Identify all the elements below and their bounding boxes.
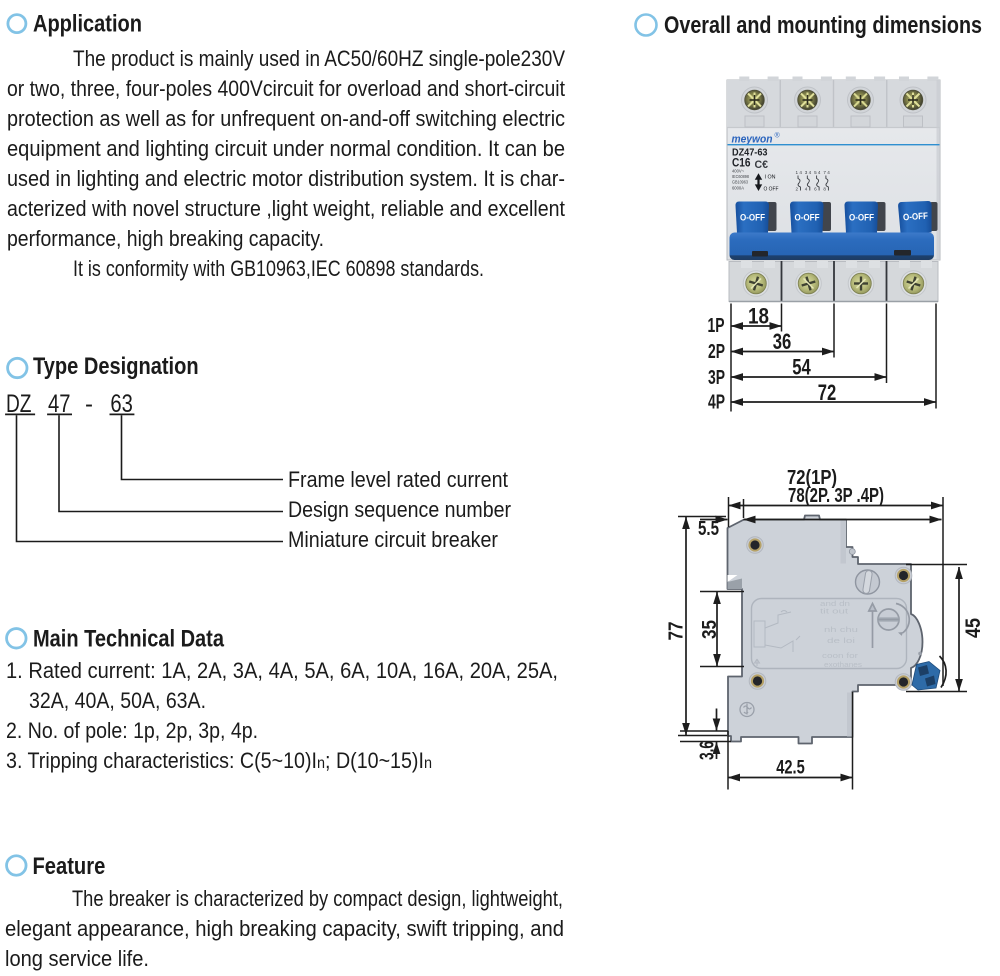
svg-text:C16: C16 (732, 156, 751, 170)
svg-text:63: 63 (110, 391, 132, 418)
svg-text:O-OFF: O-OFF (849, 213, 874, 223)
svg-text:Frame level rated current: Frame level rated current (288, 467, 508, 492)
svg-text:2. No. of pole: 1p, 2p, 3p, 4p: 2. No. of pole: 1p, 2p, 3p, 4p. (6, 718, 258, 743)
svg-text:and dn: and dn (820, 601, 850, 608)
svg-text:elegant appearance, high break: elegant appearance, high breaking capaci… (5, 916, 564, 941)
svg-text:42.5: 42.5 (776, 757, 805, 779)
svg-text:C€: C€ (755, 159, 769, 171)
svg-text:4: 4 (805, 187, 808, 192)
svg-text:32A, 40A, 50A, 63A.: 32A, 40A, 50A, 63A. (29, 688, 206, 713)
svg-text:equipment and lighting circuit: equipment and lighting circuit under nor… (7, 136, 565, 161)
svg-text:3. Tripping characteristics: C: 3. Tripping characteristics: C(5~10)In; … (6, 748, 432, 773)
svg-text:3.6: 3.6 (697, 741, 719, 760)
svg-text:meywon: meywon (732, 134, 773, 146)
svg-text:4P: 4P (708, 391, 725, 414)
svg-text:DZ47-63: DZ47-63 (732, 147, 768, 159)
svg-text:Application: Application (33, 10, 142, 37)
svg-text:7 4: 7 4 (823, 170, 830, 175)
svg-text:de loi: de loi (827, 638, 856, 645)
svg-text:6000A: 6000A (732, 186, 745, 192)
svg-text:1 4: 1 4 (796, 170, 803, 175)
svg-text:3P: 3P (708, 366, 725, 389)
svg-text:O-OFF: O-OFF (795, 213, 820, 223)
svg-text:36: 36 (773, 329, 792, 354)
svg-text:18: 18 (748, 304, 769, 329)
svg-text:47: 47 (48, 391, 71, 418)
svg-text:The breaker is characterized b: The breaker is characterized by compact … (72, 886, 563, 911)
svg-text:tit out: tit out (820, 609, 848, 616)
svg-text:6: 6 (814, 187, 817, 192)
svg-text:protection as well as for unfr: protection as well as for unfrequent on-… (7, 106, 565, 131)
svg-text:O-OFF: O-OFF (740, 213, 765, 223)
svg-text:Feature: Feature (33, 853, 106, 880)
svg-text:Design sequence number: Design sequence number (288, 497, 511, 522)
svg-text:72: 72 (818, 380, 837, 405)
svg-text:It is conformity with GB10963,: It is conformity with GB10963,IEC 60898 … (73, 256, 484, 281)
svg-text:2P: 2P (708, 340, 725, 363)
svg-text:Miniature circuit breaker: Miniature circuit breaker (288, 527, 498, 552)
svg-text:77: 77 (666, 622, 688, 641)
svg-text:used in lighting and electric: used in lighting and electric motor dist… (7, 166, 565, 191)
svg-text:exothanes: exothanes (824, 662, 863, 669)
svg-text:O OFF: O OFF (764, 187, 780, 193)
svg-text:long service life.: long service life. (5, 946, 149, 971)
svg-text:or two, three, four-poles 400V: or two, three, four-poles 400Vcircuit fo… (7, 76, 565, 101)
svg-text:coon for: coon for (822, 653, 859, 660)
svg-text:GB10963: GB10963 (732, 180, 748, 186)
svg-text:3 4: 3 4 (805, 170, 812, 175)
svg-text:78(2P. 3P .4P): 78(2P. 3P .4P) (788, 485, 884, 507)
svg-text:45: 45 (962, 618, 985, 638)
svg-text:®: ® (775, 132, 781, 140)
svg-text:Overall and mounting dimension: Overall and mounting dimensions (664, 12, 982, 39)
svg-text:8: 8 (823, 187, 826, 192)
svg-text:5.5: 5.5 (698, 518, 719, 540)
svg-text:Type Designation: Type Designation (33, 353, 199, 380)
svg-text:The product is mainly used in: The product is mainly used in AC50/60HZ … (73, 46, 565, 71)
svg-text:1. Rated current: 1A, 2A, 3A,: 1. Rated current: 1A, 2A, 3A, 4A, 5A, 6A… (6, 658, 558, 683)
svg-text:nh chu: nh chu (824, 627, 858, 634)
svg-text:400V~: 400V~ (732, 169, 744, 175)
svg-text:54: 54 (792, 355, 811, 380)
svg-text:2: 2 (796, 187, 799, 192)
svg-text:I ON: I ON (765, 175, 776, 181)
svg-text:acterized with novel structure: acterized with novel structure ,light we… (7, 196, 565, 221)
svg-text:O-OFF: O-OFF (903, 211, 929, 223)
svg-text:72(1P): 72(1P) (787, 467, 837, 489)
svg-text:Main Technical Data: Main Technical Data (33, 626, 224, 653)
svg-text:35: 35 (699, 620, 721, 639)
svg-text:-: - (85, 391, 93, 418)
svg-text:5 4: 5 4 (814, 170, 821, 175)
svg-text:performance, high breaking cap: performance, high breaking capacity. (7, 226, 324, 251)
svg-text:1P: 1P (708, 314, 725, 337)
svg-text:IEC60898: IEC60898 (732, 174, 749, 180)
